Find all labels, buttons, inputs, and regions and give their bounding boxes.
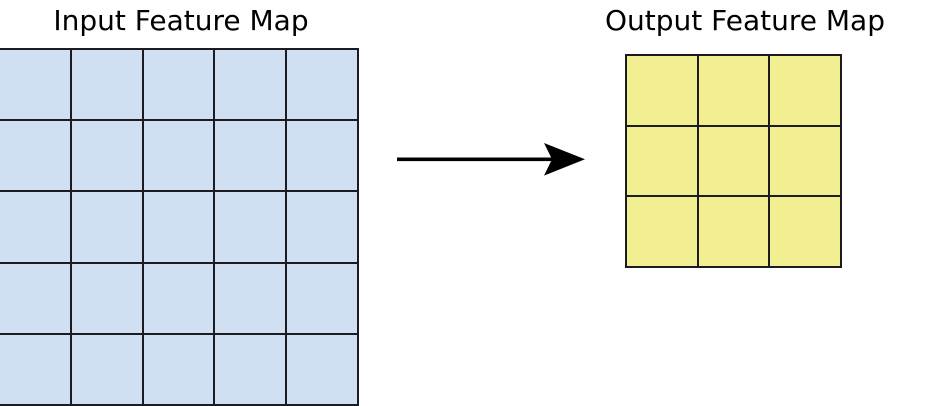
input-cell: [215, 121, 286, 191]
output-cell: [698, 56, 769, 125]
input-cell: [287, 263, 357, 333]
input-cell: [0, 334, 70, 404]
output-cell: [698, 197, 769, 266]
input-cell: [143, 334, 214, 404]
input-cell: [0, 50, 70, 120]
input-cell: [287, 50, 357, 120]
input-cell: [143, 50, 214, 120]
input-cell: [71, 192, 142, 262]
input-cell: [215, 263, 286, 333]
input-cell: [215, 334, 286, 404]
input-cell: [143, 192, 214, 262]
input-cell: [215, 192, 286, 262]
input-feature-map-title: Input Feature Map: [53, 4, 309, 37]
input-cell: [0, 192, 70, 262]
input-cell: [287, 192, 357, 262]
input-cell: [143, 121, 214, 191]
input-cell: [0, 121, 70, 191]
output-cell: [698, 126, 769, 196]
output-feature-map-grid: [625, 54, 842, 268]
input-cell: [215, 50, 286, 120]
input-feature-map-grid: [0, 48, 359, 406]
input-cell: [71, 263, 142, 333]
output-cell: [627, 56, 697, 125]
output-cell: [627, 197, 697, 266]
input-cell: [287, 121, 357, 191]
input-cell: [71, 334, 142, 404]
input-cell: [71, 121, 142, 191]
output-cell: [627, 126, 697, 196]
input-cell: [143, 263, 214, 333]
output-cell: [770, 197, 840, 266]
output-cell: [770, 56, 840, 125]
input-cell: [71, 50, 142, 120]
right-arrow-icon: [397, 143, 585, 176]
output-cell: [770, 126, 840, 196]
input-cell: [0, 263, 70, 333]
output-feature-map-title: Output Feature Map: [605, 4, 885, 37]
input-cell: [287, 334, 357, 404]
